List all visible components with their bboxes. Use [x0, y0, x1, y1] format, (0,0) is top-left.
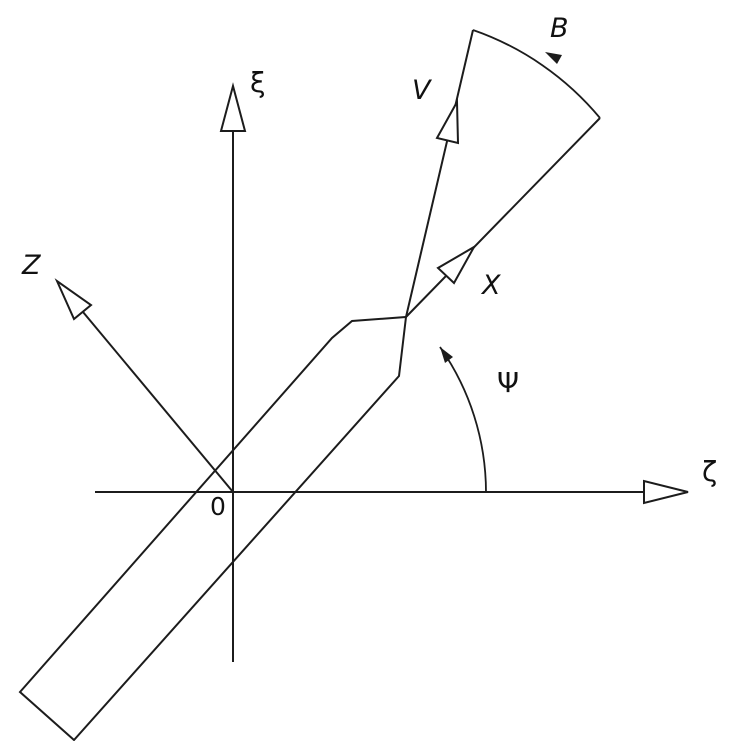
angle-b-label: B — [550, 13, 569, 44]
velocity-line — [405, 29, 474, 318]
angle-psi-arc — [439, 346, 487, 493]
x-axis-line — [405, 117, 601, 318]
angle-b-arc — [472, 29, 601, 119]
angle-psi-arc-arrowhead — [440, 347, 453, 363]
zeta-axis-label: ζ — [702, 455, 717, 488]
xi-axis-arrowhead — [219, 82, 247, 132]
velocity-label: V — [412, 75, 433, 106]
zeta-axis-arrowhead — [643, 479, 689, 505]
angle-b-arc-arrowhead — [545, 52, 562, 64]
z-axis-label: Z — [21, 250, 41, 281]
z-axis-line — [82, 311, 234, 493]
body-outline — [18, 315, 408, 741]
x-axis-label: X — [480, 270, 501, 301]
x-axis-arrowhead — [436, 244, 477, 285]
velocity-arrowhead — [435, 98, 460, 145]
xi-axis-label: ξ — [250, 66, 266, 99]
z-axis-arrowhead — [54, 278, 93, 321]
angle-psi-label: Ψ — [497, 366, 519, 399]
origin-label: 0 — [210, 492, 226, 521]
